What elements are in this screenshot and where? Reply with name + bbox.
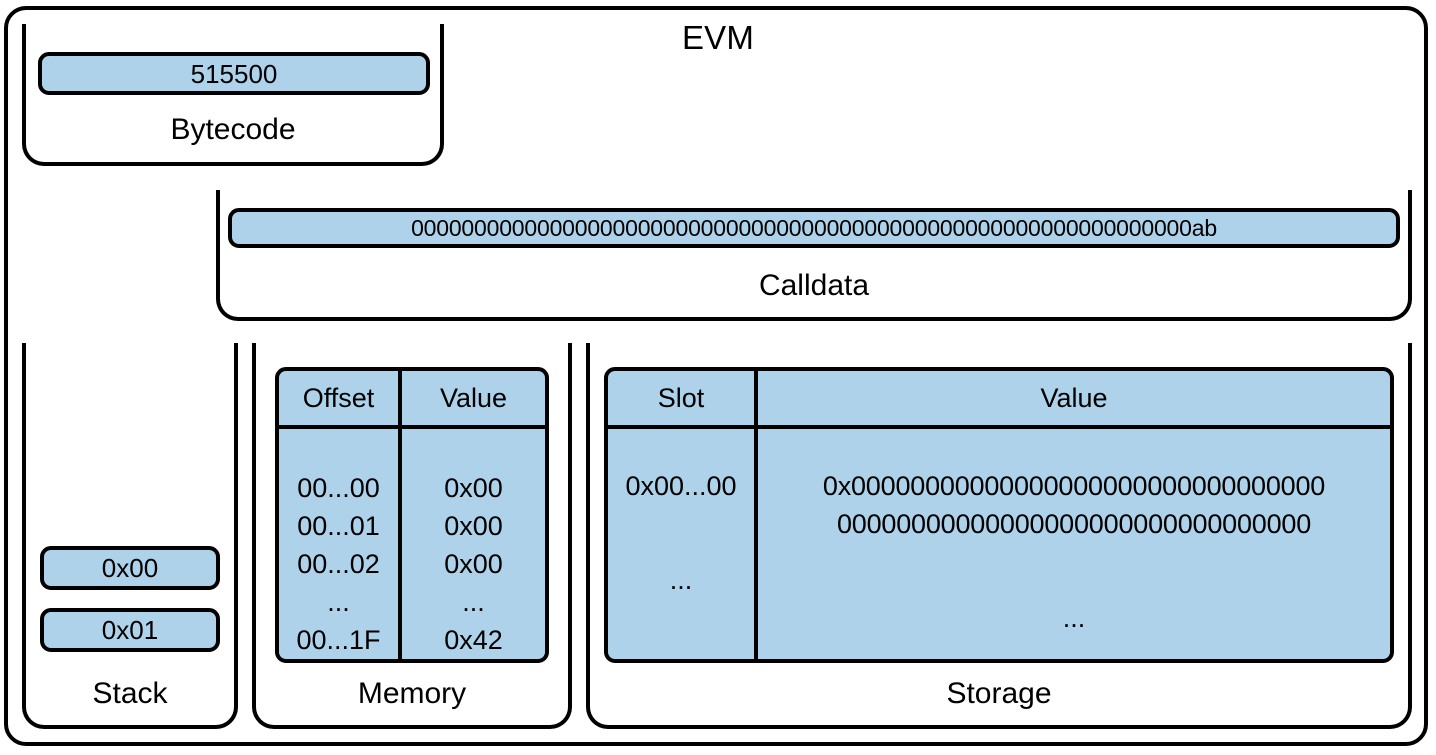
calldata-container bbox=[216, 190, 1412, 321]
bytecode-label: Bytecode bbox=[170, 113, 296, 146]
storage-value-line1: 0x00000000000000000000000000000000 bbox=[822, 471, 1326, 501]
memory-col-header-offset: Offset bbox=[279, 371, 402, 425]
calldata-label: Calldata bbox=[758, 269, 870, 302]
stack-item: 0x01 bbox=[40, 608, 220, 652]
calldata-value-cell: 0000000000000000000000000000000000000000… bbox=[228, 208, 1400, 248]
storage-slot-cell: 0x00...00 bbox=[625, 471, 737, 501]
stack-label: Stack bbox=[92, 677, 168, 710]
memory-table-body: 00...00 00...01 00...02 ... 00...1F 0x00… bbox=[279, 429, 545, 659]
storage-value-line2: 00000000000000000000000000000000 bbox=[836, 509, 1312, 539]
stack-container bbox=[22, 343, 238, 729]
memory-container bbox=[252, 343, 572, 729]
memory-label: Memory bbox=[357, 677, 467, 710]
storage-slot-ellipsis: ... bbox=[669, 565, 693, 595]
memory-value-cell: 0x00 bbox=[444, 511, 503, 541]
storage-slot-column: 0x00...00 ... bbox=[608, 429, 758, 659]
storage-label: Storage bbox=[946, 677, 1052, 710]
storage-container bbox=[586, 343, 1412, 729]
bytecode-container bbox=[22, 24, 444, 166]
memory-value-ellipsis: ... bbox=[462, 587, 485, 617]
memory-offset-cell: 00...02 bbox=[297, 549, 380, 579]
storage-value-ellipsis: ... bbox=[1062, 603, 1086, 633]
memory-value-cell: 0x00 bbox=[444, 549, 503, 579]
memory-offset-column: 00...00 00...01 00...02 ... 00...1F bbox=[279, 429, 402, 659]
evm-outer-frame bbox=[4, 6, 1428, 746]
storage-table-body: 0x00...00 ... 0x000000000000000000000000… bbox=[608, 429, 1390, 659]
memory-offset-ellipsis: ... bbox=[327, 587, 350, 617]
memory-table: Offset Value 00...00 00...01 00...02 ...… bbox=[275, 367, 549, 663]
storage-value-column: 0x00000000000000000000000000000000 00000… bbox=[758, 429, 1390, 659]
stack-item: 0x00 bbox=[40, 546, 220, 590]
storage-table-header: Slot Value bbox=[608, 371, 1390, 429]
memory-offset-cell: 00...1F bbox=[296, 625, 381, 655]
memory-value-column: 0x00 0x00 0x00 ... 0x42 bbox=[402, 429, 545, 659]
evm-title: EVM bbox=[681, 19, 755, 56]
memory-offset-cell: 00...00 bbox=[297, 473, 380, 503]
memory-value-cell: 0x42 bbox=[444, 625, 503, 655]
memory-table-header: Offset Value bbox=[279, 371, 545, 429]
storage-col-header-value: Value bbox=[1040, 382, 1108, 413]
memory-offset-cell: 00...01 bbox=[297, 511, 380, 541]
bytecode-value-cell: 515500 bbox=[38, 52, 430, 95]
storage-table: Slot Value 0x00...00 ... 0x0000000000000… bbox=[604, 367, 1394, 663]
memory-value-cell: 0x00 bbox=[444, 473, 503, 503]
memory-col-header-value: Value bbox=[439, 382, 508, 413]
storage-col-header-slot: Slot bbox=[608, 371, 758, 425]
